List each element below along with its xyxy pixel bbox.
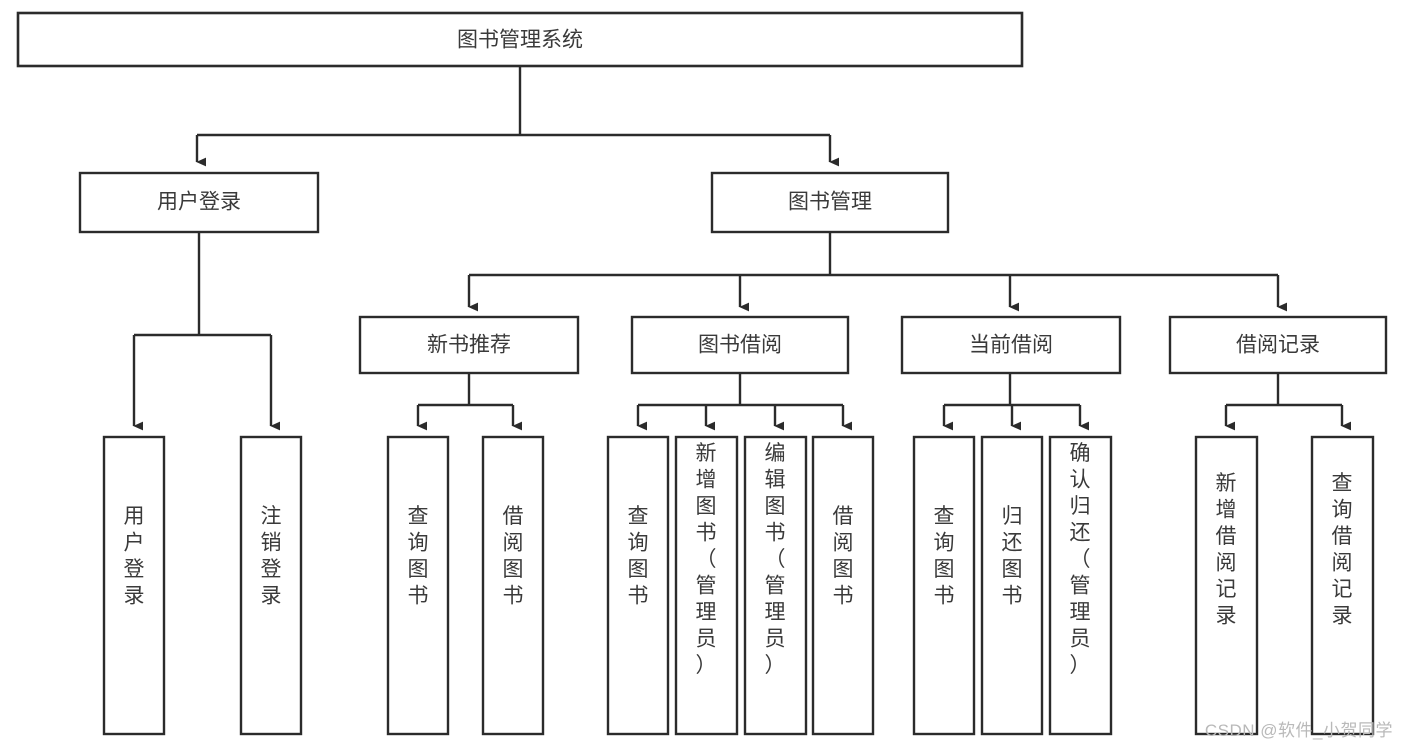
leaf-edit-book-admin[interactable]: 编辑图书（管理员） (743, 435, 808, 736)
node-user-login-label: 用户登录 (157, 191, 241, 214)
leaf-query-book-current-label: 查询图书 (934, 505, 955, 608)
node-user-login[interactable]: 用户登录 (78, 171, 320, 234)
leaf-borrow-book-borrow[interactable]: 借阅图书 (811, 435, 875, 736)
node-borrow-record[interactable]: 借阅记录 (1168, 315, 1388, 375)
node-root[interactable]: 图书管理系统 (16, 11, 1024, 68)
leaf-borrow-book-newbook[interactable]: 借阅图书 (481, 435, 545, 736)
node-book-borrow[interactable]: 图书借阅 (630, 315, 850, 375)
csdn-watermark: CSDN @软件_小贺同学 (1204, 721, 1393, 740)
node-new-book-recommend-rect[interactable] (358, 315, 580, 375)
leaf-return-book-label: 归还图书 (1002, 505, 1023, 608)
leaf-query-borrow-record-label: 查询借阅记录 (1332, 472, 1353, 628)
node-borrow-record-rect[interactable] (1168, 315, 1388, 375)
leaf-borrow-book-newbook-label: 借阅图书 (503, 505, 524, 608)
leaf-query-borrow-record[interactable]: 查询借阅记录 (1310, 435, 1375, 736)
node-user-login-rect[interactable] (78, 171, 320, 234)
node-book-management-label: 图书管理 (788, 191, 872, 214)
leaf-query-book-borrow-rect[interactable] (606, 435, 670, 736)
node-new-book-recommend-label: 新书推荐 (427, 334, 511, 357)
leaf-query-borrow-record-rect[interactable] (1310, 435, 1375, 736)
edge-layer (132, 66, 1352, 431)
node-borrow-record-label: 借阅记录 (1236, 334, 1320, 357)
leaf-add-book-admin[interactable]: 新增图书（管理员） (674, 435, 739, 736)
leaf-logout-rect[interactable] (239, 435, 303, 736)
leaf-add-borrow-record-rect[interactable] (1194, 435, 1259, 736)
leaf-borrow-book-borrow-rect[interactable] (811, 435, 875, 736)
node-book-management[interactable]: 图书管理 (710, 171, 950, 234)
leaf-return-book[interactable]: 归还图书 (980, 435, 1044, 736)
node-book-borrow-rect[interactable] (630, 315, 850, 375)
leaf-logout[interactable]: 注销登录 (239, 435, 303, 736)
leaf-add-borrow-record-label: 新增借阅记录 (1216, 472, 1237, 628)
leaf-confirm-return-admin-rect[interactable] (1048, 435, 1113, 736)
leaf-user-login-rect[interactable] (102, 435, 166, 736)
leaf-query-book-borrow[interactable]: 查询图书 (606, 435, 670, 736)
leaf-query-book-current[interactable]: 查询图书 (912, 435, 976, 736)
leaf-edit-book-admin-rect[interactable] (743, 435, 808, 736)
leaf-edit-book-admin-label: 编辑图书（管理员） (765, 442, 786, 677)
leaf-borrow-book-newbook-rect[interactable] (481, 435, 545, 736)
leaf-return-book-rect[interactable] (980, 435, 1044, 736)
leaf-add-book-admin-rect[interactable] (674, 435, 739, 736)
leaf-user-login[interactable]: 用户登录 (102, 435, 166, 736)
node-current-borrow[interactable]: 当前借阅 (900, 315, 1122, 375)
leaf-query-book-newbook[interactable]: 查询图书 (386, 435, 450, 736)
leaf-add-borrow-record[interactable]: 新增借阅记录 (1194, 435, 1259, 736)
node-new-book-recommend[interactable]: 新书推荐 (358, 315, 580, 375)
leaf-query-book-newbook-label: 查询图书 (408, 505, 429, 608)
leaf-confirm-return-admin-label: 确认归还（管理员） (1070, 442, 1091, 677)
node-current-borrow-label: 当前借阅 (969, 334, 1053, 357)
node-root-rect[interactable] (16, 11, 1024, 68)
node-current-borrow-rect[interactable] (900, 315, 1122, 375)
node-book-borrow-label: 图书借阅 (698, 334, 782, 357)
leaf-add-book-admin-label: 新增图书（管理员） (696, 442, 717, 677)
leaf-user-login-label: 用户登录 (124, 505, 145, 608)
leaf-query-book-newbook-rect[interactable] (386, 435, 450, 736)
leaf-query-book-borrow-label: 查询图书 (628, 505, 649, 608)
leaf-borrow-book-borrow-label: 借阅图书 (833, 505, 854, 608)
node-root-label: 图书管理系统 (457, 29, 583, 52)
leaf-logout-label: 注销登录 (261, 505, 282, 608)
leaf-query-book-current-rect[interactable] (912, 435, 976, 736)
node-book-management-rect[interactable] (710, 171, 950, 234)
leaf-confirm-return-admin[interactable]: 确认归还（管理员） (1048, 435, 1113, 736)
